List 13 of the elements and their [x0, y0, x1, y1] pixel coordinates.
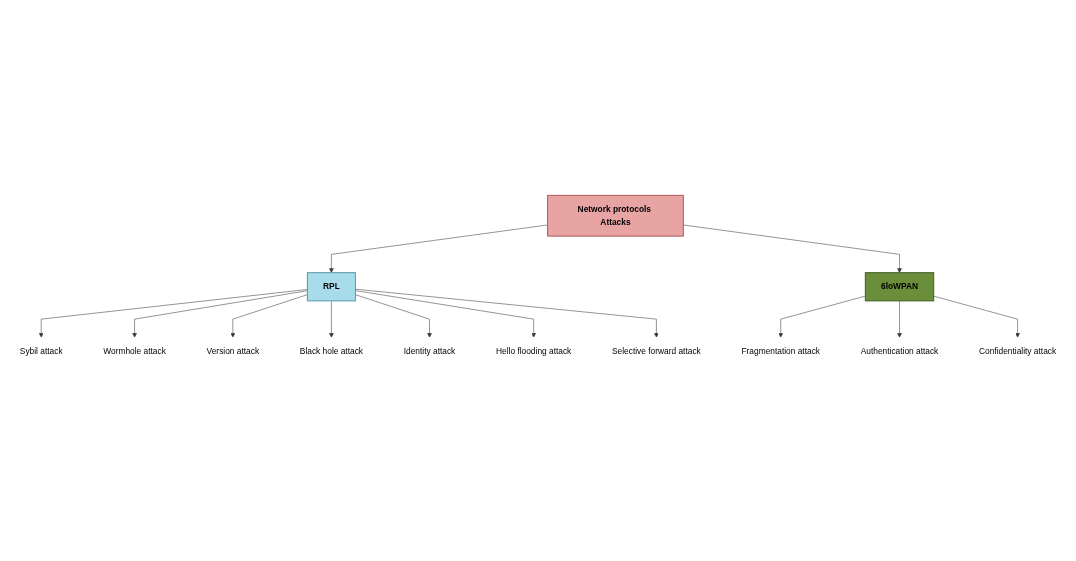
node-text: Identity attack — [403, 346, 456, 356]
node-text: Hello flooding attack — [496, 346, 572, 356]
node-text: Fragmentation attack — [741, 346, 820, 356]
node-text: Sybil attack — [19, 346, 63, 356]
node-text: Wormhole attack — [103, 346, 166, 356]
node-box: RPL — [306, 272, 356, 302]
node-box: 6loWPAN — [864, 272, 935, 302]
node-text: Selective forward attack — [612, 346, 701, 356]
node-text: Version attack — [206, 346, 260, 356]
node-text: Confidentiality attack — [979, 346, 1057, 356]
node-text: Black hole attack — [299, 346, 363, 356]
node-box: Network protocols Attacks — [547, 194, 684, 237]
node-text: Authentication attack — [860, 346, 939, 356]
